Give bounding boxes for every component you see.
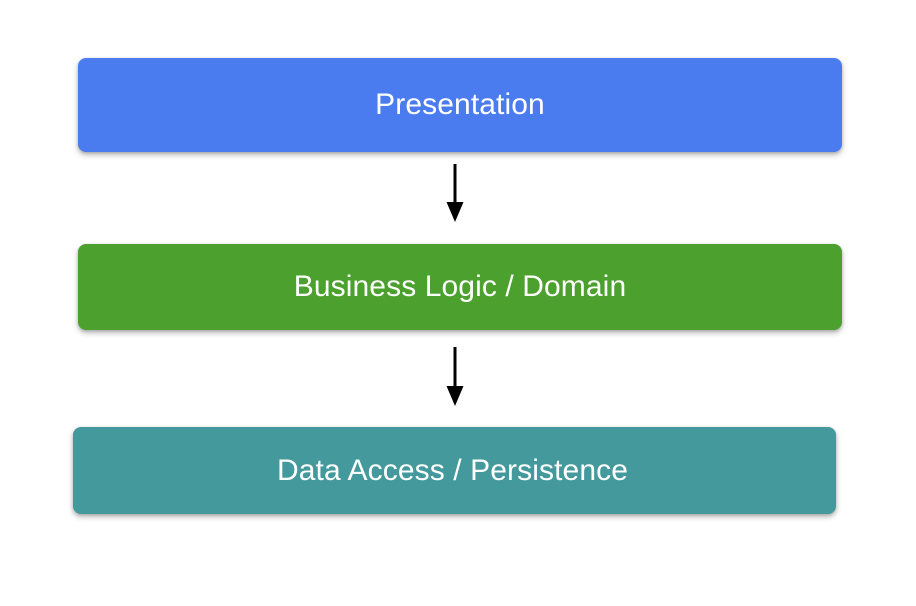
down-arrow-icon-presentation-to-business [446, 164, 464, 222]
layer-label-business-logic: Business Logic / Domain [293, 270, 627, 303]
layer-label-data-access: Data Access / Persistence [277, 453, 628, 487]
layer-box-data-access[interactable]: Data Access / Persistence [73, 427, 836, 514]
layer-label-presentation: Presentation [375, 88, 545, 121]
layer-box-presentation[interactable]: Presentation [78, 58, 842, 152]
layer-box-business-logic[interactable]: Business Logic / Domain [78, 244, 842, 330]
down-arrow-icon-business-to-data [446, 347, 464, 406]
